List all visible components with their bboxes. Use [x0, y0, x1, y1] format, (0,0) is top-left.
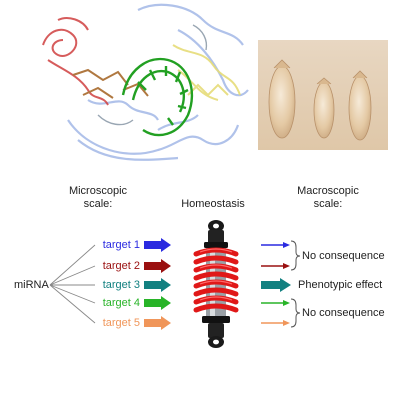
- target-3-label: target 3: [102, 279, 140, 291]
- target-4-label: target 4: [102, 297, 140, 309]
- outcome-arrow-1: [261, 242, 290, 248]
- outcome-arrow-3: [261, 278, 291, 292]
- target-4-arrow: [144, 296, 171, 310]
- macroscopic-line2: scale:: [313, 198, 343, 210]
- protein-structure-image: [28, 0, 258, 165]
- fan-line-5: [49, 284, 96, 324]
- outcome-middle-label: Phenotypic effect: [298, 279, 383, 291]
- target-5-label: target 5: [102, 317, 140, 329]
- outcome-top-label: No consequence: [302, 250, 385, 262]
- fan-line-2: [49, 265, 96, 286]
- outcome-arrow-5: [261, 320, 290, 326]
- outcome-bottom-label: No consequence: [302, 307, 385, 319]
- outcome-arrow-4: [261, 300, 290, 306]
- target-1-arrow: [144, 238, 171, 252]
- target-3-arrow: [144, 278, 171, 292]
- microscopic-line2: scale:: [83, 198, 113, 210]
- pupa-small: [313, 77, 335, 139]
- target-1-label: target 1: [102, 239, 140, 251]
- homeostasis-heading: Homeostasis: [181, 198, 245, 210]
- fan-line-4: [49, 284, 96, 304]
- microscopic-line1: Microscopic: [68, 185, 128, 197]
- macroscopic-line1: Macroscopic: [297, 185, 359, 197]
- target-2-label: target 2: [102, 260, 140, 272]
- macroscopic-scale-heading: Macroscopic scale:: [278, 185, 378, 211]
- microscopic-scale-heading: Microscopic scale:: [48, 185, 148, 211]
- fan-line-1: [49, 244, 96, 286]
- shock-absorber-image: [182, 218, 242, 350]
- brace-bottom: [290, 298, 301, 328]
- pupa-large: [268, 59, 296, 139]
- pupa-medium: [348, 70, 372, 141]
- brace-top: [290, 240, 301, 271]
- outcome-arrow-2: [261, 263, 290, 269]
- target-2-arrow: [144, 259, 171, 273]
- fly-pupae-photo: [258, 40, 388, 150]
- target-5-arrow: [144, 316, 171, 330]
- mirna-label: miRNA: [14, 279, 49, 291]
